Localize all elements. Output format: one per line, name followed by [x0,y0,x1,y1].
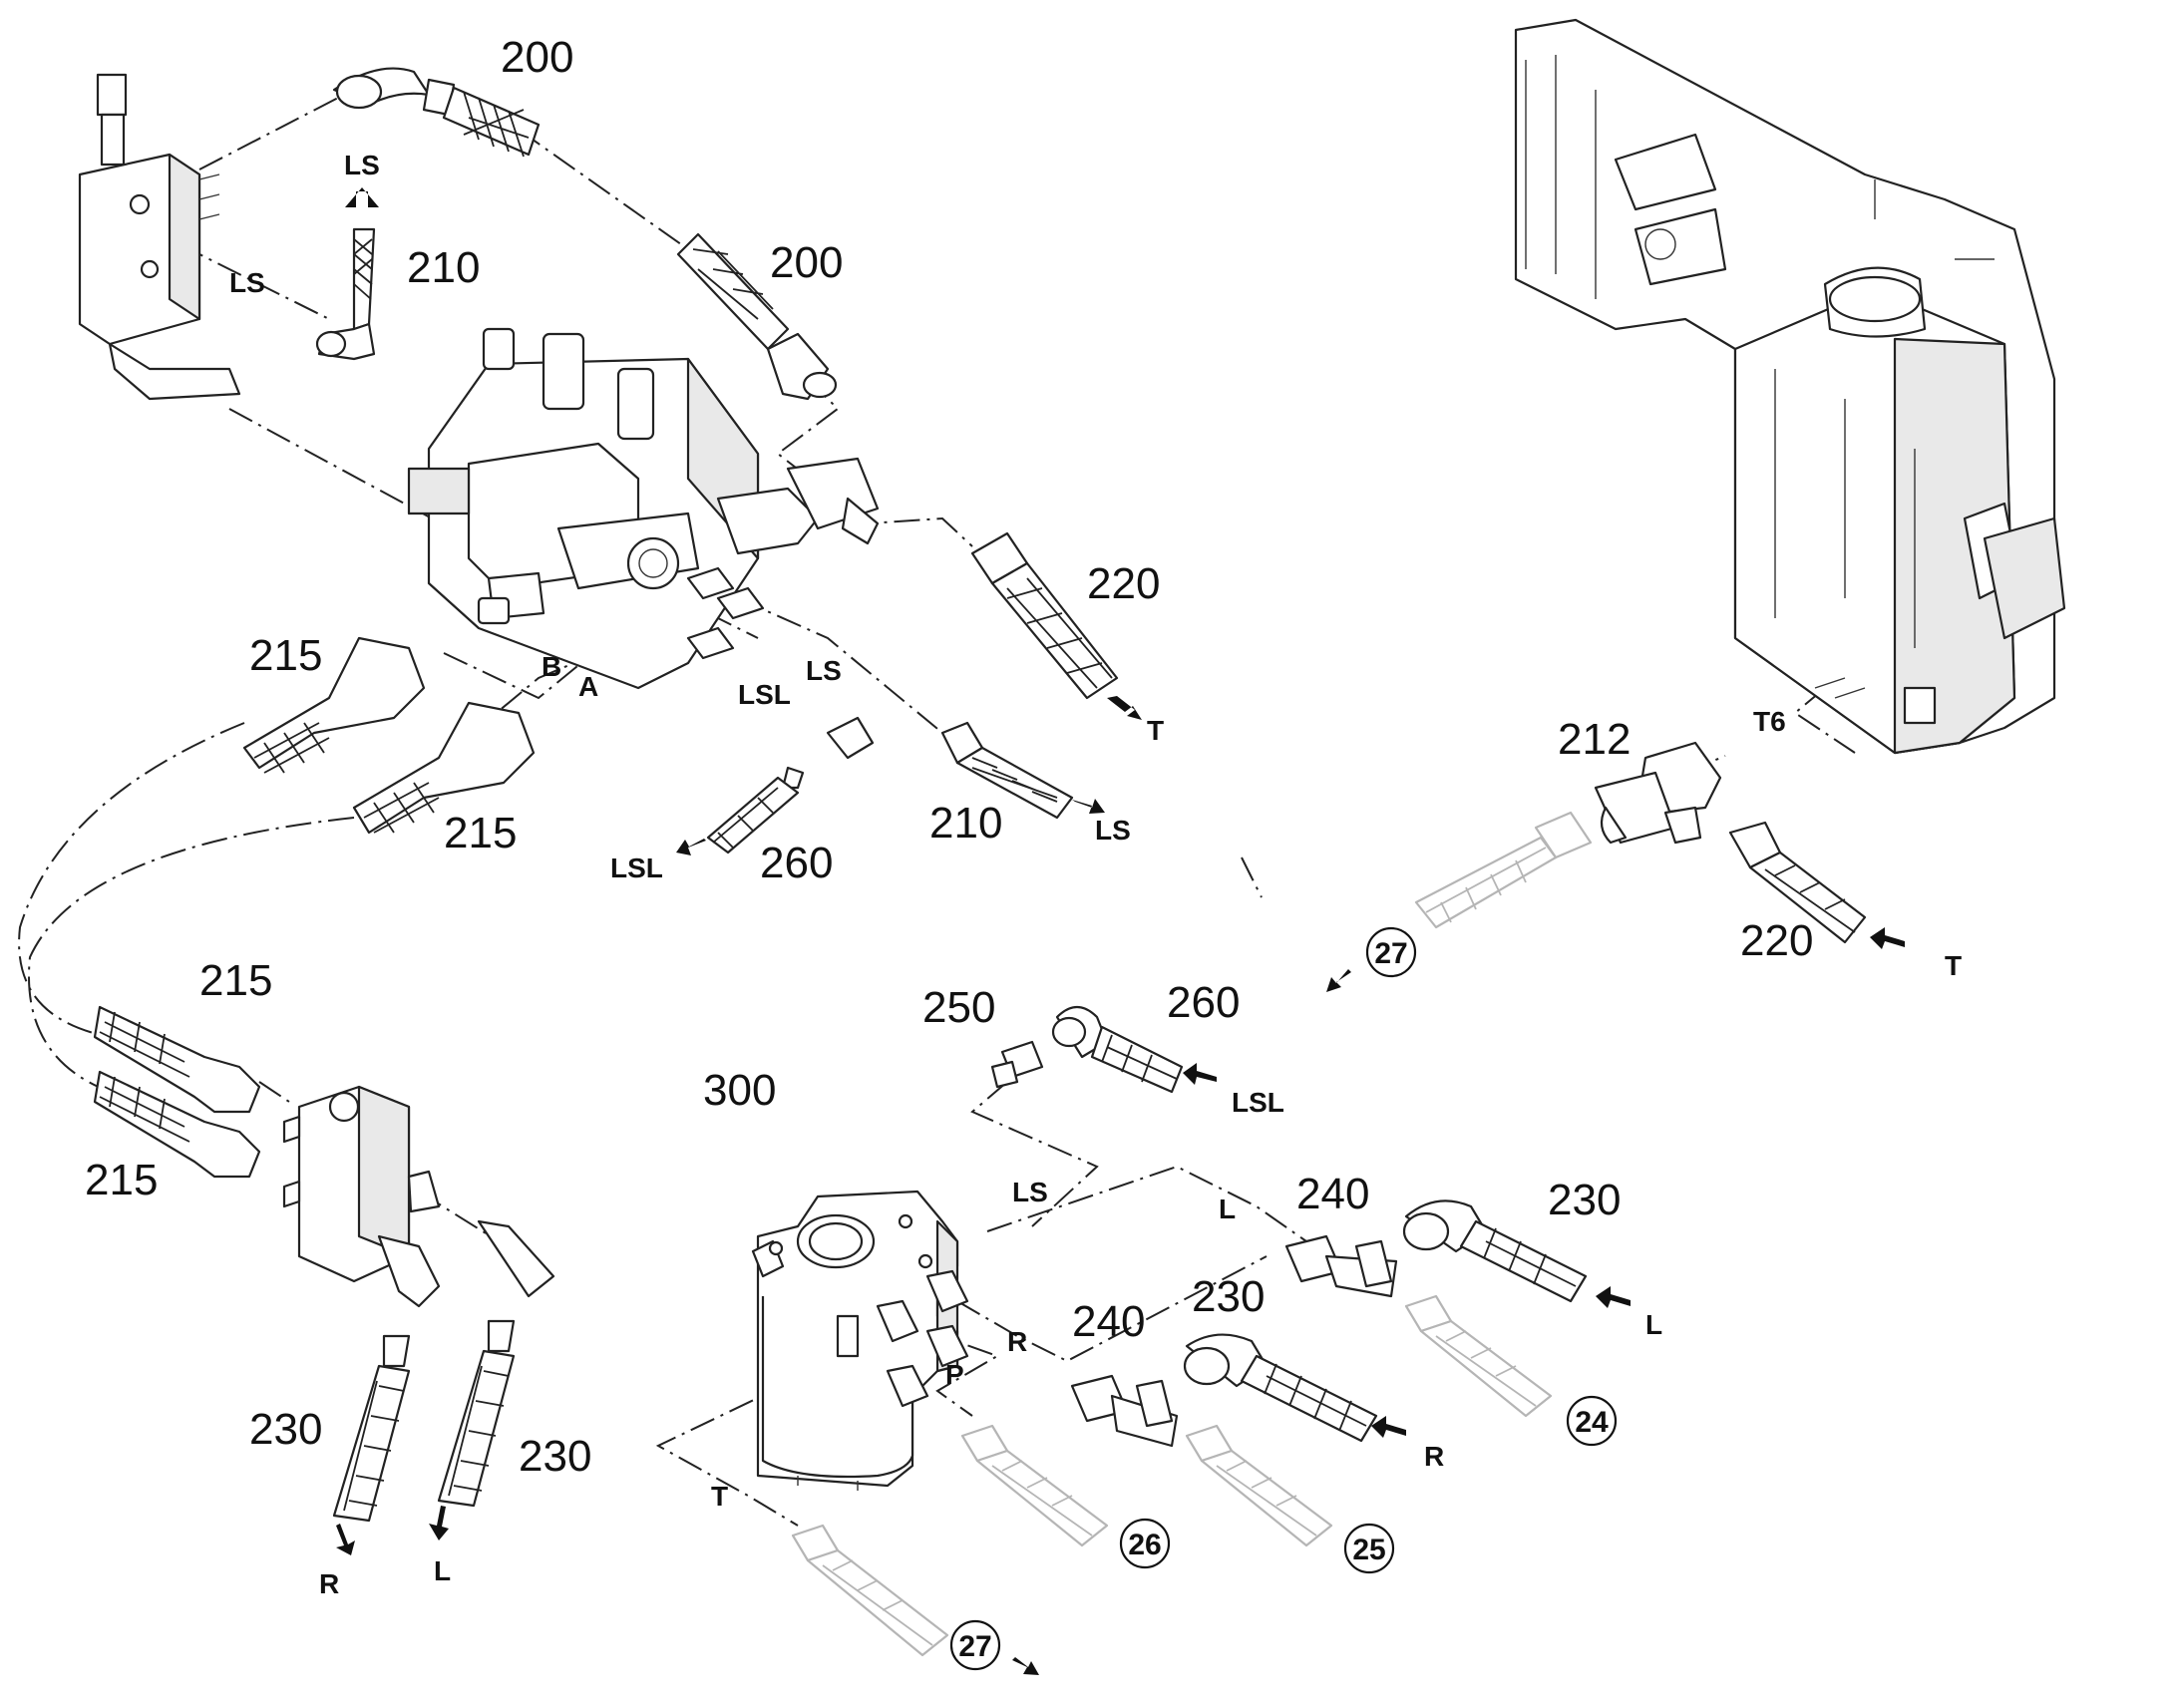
hose-215-upper-b [352,701,536,835]
ghost-hose-27-bottom [791,1524,949,1657]
part-number-200-upper: 200 [501,33,573,82]
ref27-bottom-label: 27 [958,1630,991,1663]
hose-200-upper [332,67,541,158]
lower-left-valve [282,1085,555,1308]
hose-215-upper-a [242,636,426,774]
port-t-steer: T [711,1481,728,1512]
port-b: B [542,651,561,682]
arrow-lsl-left [676,839,706,855]
port-l-right: L [1645,1309,1662,1340]
port-t-220: T [1147,715,1164,746]
ref26-label: 26 [1128,1529,1161,1561]
port-p-steer: P [945,1359,964,1390]
port-lsl-left: LSL [610,853,663,883]
part-number-210-upper: 210 [407,243,480,292]
flow-arrows [336,187,1905,1675]
ref24-label: 24 [1575,1406,1609,1439]
steering-unit-300 [751,1190,969,1491]
part-number-260-steer: 260 [1167,978,1240,1027]
part-number-240-upper: 240 [1296,1170,1369,1218]
arrow-r-bottom [336,1524,355,1555]
part-number-300: 300 [703,1066,776,1115]
part-number-212: 212 [1558,715,1631,764]
part-number-240-lower: 240 [1072,1297,1145,1346]
port-lsl-steer: LSL [1232,1087,1284,1118]
tee-212 [1594,741,1722,845]
port-ls-top: LS [344,150,380,180]
reference-circle-25: 25 [1343,1523,1395,1574]
hose-230-upper-right [1402,1199,1588,1303]
machine-chassis [1514,18,2066,755]
hose-260-middle [706,716,875,854]
ghost-hose-25 [1185,1424,1333,1547]
part-number-215-c: 215 [199,956,272,1005]
arrow-r-right [1371,1416,1406,1438]
arrow-ref27-bottom [1012,1657,1039,1675]
port-r-steer: R [1007,1326,1027,1357]
port-ls-right: LS [1095,815,1131,846]
arrow-ls-mid [1072,799,1105,814]
arrow-l-bottom [429,1506,449,1540]
part-number-250: 250 [922,983,995,1032]
arrow-ls-top [345,187,379,207]
port-a: A [578,671,598,702]
part-number-200-lower: 200 [770,238,843,287]
arrow-l-right [1596,1286,1631,1308]
hose-220-right [1728,821,1867,944]
hose-230-lower-right [1183,1333,1378,1443]
port-r-bottom: R [319,1568,339,1599]
part-number-215-a: 215 [249,631,322,680]
hose-260-steer [1051,1005,1184,1094]
port-t6: T6 [1753,706,1786,737]
relief-valve-block [78,73,241,401]
ref25-label: 25 [1352,1534,1385,1566]
arrow-ref27-top [1326,969,1351,992]
part-number-260-middle: 260 [760,839,833,887]
part-number-labels: 200 200 210 220 215 215 260 210 212 220 … [85,33,1813,1481]
hose-220-upper [970,531,1119,700]
part-number-215-d: 215 [85,1156,158,1204]
fitting-250 [990,1040,1044,1089]
part-number-215-b: 215 [444,809,517,857]
port-r-right: R [1424,1441,1444,1472]
ghost-hose-26 [960,1424,1109,1547]
port-ls-steer: LS [1012,1177,1048,1207]
port-ls-left: LS [229,267,265,298]
reference-circle-24: 24 [1566,1395,1618,1447]
ghost-hose-27-top [1414,811,1593,929]
hose-200-lower [676,232,838,401]
reference-circle-26: 26 [1119,1518,1171,1569]
port-t-tank: T [1945,950,1962,981]
part-number-220-upper: 220 [1087,559,1160,608]
hose-215-lower-b [93,1070,261,1179]
port-l-steer: L [1219,1194,1236,1224]
arrow-t-right [1870,927,1905,949]
tee-240-lower [1070,1374,1179,1448]
hose-230-lower-left-a [332,1334,411,1523]
part-number-220-right: 220 [1740,916,1813,965]
arrow-lsl-steer [1183,1063,1217,1085]
port-l-bottom: L [434,1555,451,1586]
tee-240-upper [1284,1234,1398,1298]
port-lsl-mid: LSL [738,679,791,710]
hose-230-lower-left-b [437,1319,516,1508]
reference-circle-27-top: 27 [1365,926,1417,978]
part-number-230-lower-right: 230 [1192,1272,1265,1321]
ref27-top-label: 27 [1374,937,1407,970]
hose-210-middle [940,721,1074,820]
hose-215-lower-a [93,1005,261,1114]
port-labels: LS LS B A LS LSL T LSL LS T6 T LSL LS L … [229,150,1962,1599]
part-number-230-upper-right: 230 [1548,1176,1621,1224]
port-ls-mid: LS [806,655,842,686]
hose-210-upper [315,227,376,361]
reference-circle-27-bottom: 27 [949,1619,1001,1671]
arrow-t-220 [1107,696,1142,720]
ghost-hose-24 [1404,1294,1553,1418]
main-valve-block [407,327,880,690]
part-number-230-lower-left-b: 230 [519,1432,591,1481]
part-number-210-middle: 210 [929,799,1002,848]
part-number-230-lower-left-a: 230 [249,1405,322,1454]
